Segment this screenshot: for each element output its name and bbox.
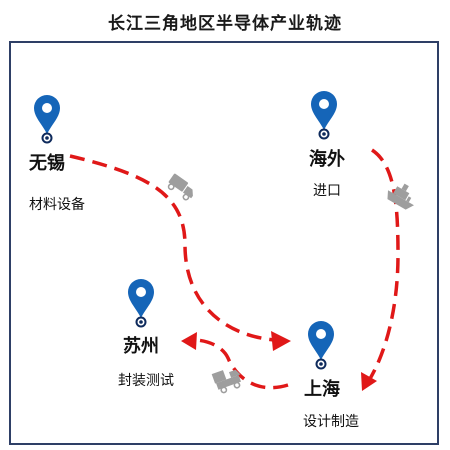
diagram-frame — [9, 41, 439, 445]
city-label-suzhou: 苏州 — [123, 336, 159, 357]
route-wuxi-shanghai — [69, 154, 276, 342]
location-pin-icon — [127, 278, 155, 328]
route-shanghai-suzhou — [193, 338, 289, 390]
industry-label-suzhou: 封装测试 — [118, 373, 174, 389]
package-truck-icon — [211, 369, 241, 394]
route-arrowhead — [361, 372, 377, 391]
industry-label-wuxi: 材料设备 — [29, 197, 85, 213]
city-label-wuxi: 无锡 — [29, 153, 65, 174]
route-overseas-shanghai — [366, 148, 400, 383]
truck-icon — [167, 173, 193, 201]
industry-label-shanghai: 设计制造 — [303, 414, 359, 430]
location-pin-icon — [310, 90, 338, 140]
location-pin-icon — [307, 320, 335, 370]
ship-icon — [387, 183, 414, 210]
city-label-overseas: 海外 — [309, 149, 345, 170]
location-pin-icon — [33, 94, 61, 144]
route-arrowhead — [181, 332, 197, 350]
city-label-shanghai: 上海 — [304, 379, 340, 400]
industry-label-overseas: 进口 — [313, 183, 341, 199]
diagram-title: 长江三角地区半导体产业轨迹 — [108, 14, 342, 34]
route-arrowhead — [271, 331, 291, 351]
